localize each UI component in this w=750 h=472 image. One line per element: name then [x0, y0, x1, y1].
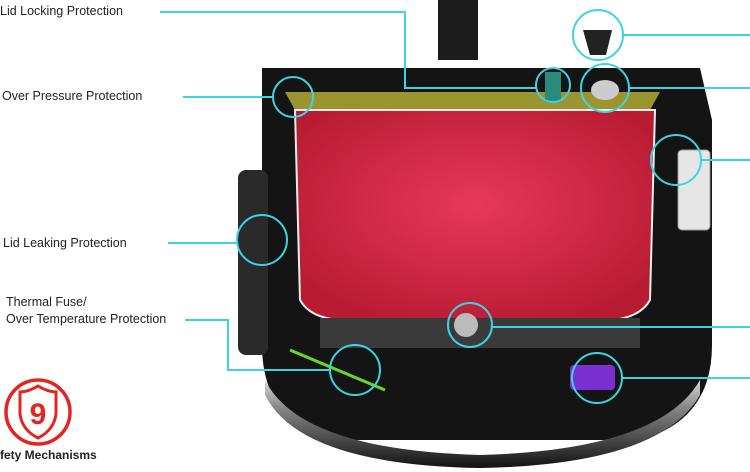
callout-lines	[160, 9, 750, 404]
label-over-temperature: Over Temperature Protection	[6, 312, 167, 326]
label-lid-leaking: Lid Leaking Protection	[3, 236, 127, 250]
condensation-collector	[677, 149, 711, 231]
thermostat	[454, 313, 478, 337]
steam-release-knob	[583, 30, 612, 55]
label-lid-locking: Lid Locking Protection	[0, 4, 123, 18]
label-thermal-fuse: Thermal Fuse/	[6, 295, 87, 309]
badge-number: 9	[30, 398, 47, 431]
cooker-base	[265, 380, 700, 468]
control-chip	[570, 365, 615, 390]
heating-plate	[320, 318, 640, 348]
label-over-pressure: Over Pressure Protection	[2, 89, 143, 103]
float-valve	[545, 72, 561, 102]
steam-vent	[438, 0, 478, 60]
thermal-fuse-wire	[289, 348, 386, 392]
safety-badge-icon: 9	[4, 378, 72, 446]
pressure-valve	[591, 80, 619, 100]
inner-pot	[293, 109, 657, 321]
badge-caption: fety Mechanisms	[0, 448, 97, 462]
